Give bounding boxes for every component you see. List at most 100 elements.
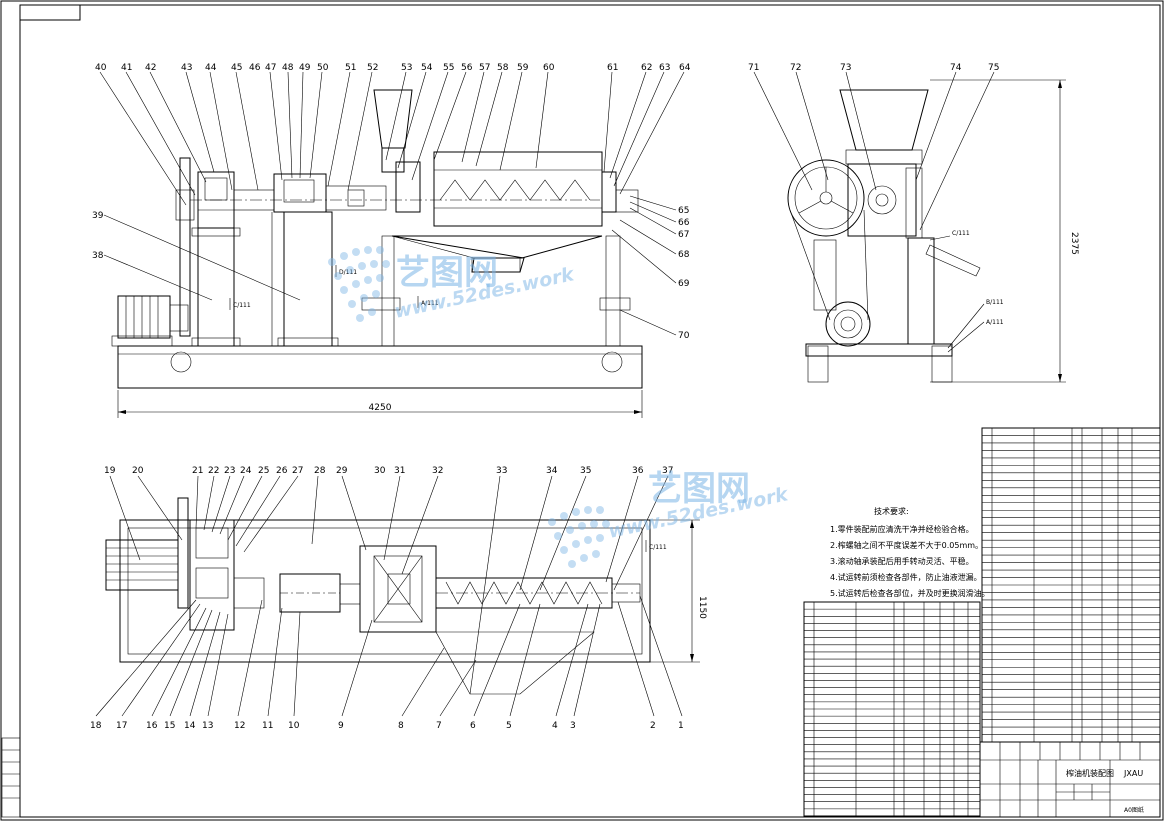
watermark-logo-icon: [328, 246, 390, 322]
watermark-logo-icon: [548, 506, 610, 568]
balloon: 10: [288, 721, 300, 731]
balloon: 50: [317, 63, 329, 73]
balloon: 47: [265, 63, 276, 73]
balloon: 6: [470, 721, 476, 731]
balloon: 69: [678, 279, 690, 289]
balloon: 35: [580, 466, 591, 476]
balloon: 2: [650, 721, 656, 731]
dim-overall-length: 4250: [369, 403, 392, 413]
balloon: 75: [988, 63, 999, 73]
balloon: 41: [121, 63, 132, 73]
dim-height: 2375: [1069, 232, 1079, 255]
balloon: 46: [249, 63, 261, 73]
plan-view-balloons: 19 20 21 22 23 24 25 26 27 28 29 30 31 3…: [90, 466, 684, 731]
balloon: 52: [367, 63, 378, 73]
balloon: 1: [678, 721, 684, 731]
balloon: 60: [543, 63, 555, 73]
balloon: 14: [184, 721, 196, 731]
tech-req-item: 4.试运转前须检查各部件，防止油液泄漏。: [830, 572, 982, 582]
tech-req-item: 3.滚动轴承装配后用手转动灵活、平稳。: [830, 556, 974, 566]
watermark-text: 艺图网: [648, 469, 750, 509]
balloon: 4: [552, 721, 558, 731]
inner-frame: [19, 4, 1161, 818]
balloon: 74: [950, 63, 962, 73]
balloon: 36: [632, 466, 644, 476]
watermark-text: 艺图网: [396, 253, 498, 293]
balloon: 37: [662, 466, 673, 476]
balloon: 23: [224, 466, 235, 476]
balloon: 32: [432, 466, 443, 476]
balloon: 67: [678, 230, 689, 240]
balloon: 20: [132, 466, 144, 476]
balloon: 72: [790, 63, 801, 73]
balloon: 54: [421, 63, 433, 73]
section-marks-side: C/111 D/111 A/111: [229, 265, 439, 310]
balloon: 27: [292, 466, 303, 476]
balloon: 17: [116, 721, 127, 731]
title-block: [979, 741, 1161, 818]
section-mark: C/111: [952, 230, 970, 237]
balloon: 34: [546, 466, 558, 476]
side-view-balloons: 40 41 42 43 44 45 46 47 48 49 50 51 52 5…: [92, 63, 691, 341]
section-mark: A/111: [986, 319, 1004, 326]
balloon: 3: [570, 721, 576, 731]
tech-req-item: 5.试运转后检查各部位，并及时更换润滑油。: [830, 588, 990, 598]
balloon: 21: [192, 466, 203, 476]
parts-list-right: [981, 427, 1161, 743]
title-sheet: A0图纸: [1124, 806, 1144, 814]
balloon: 29: [336, 466, 348, 476]
balloon: 38: [92, 251, 104, 261]
tech-req-item: 1.零件装配前应清洗干净并经检验合格。: [830, 524, 974, 534]
watermark-center: 艺图网 www.52des.work: [328, 246, 577, 323]
tech-requirements: 技术要求: 1.零件装配前应清洗干净并经检验合格。 2.榨螺轴之间不平度误差不大…: [830, 506, 990, 598]
balloon: 55: [443, 63, 454, 73]
balloon: 68: [678, 250, 690, 260]
left-margin-cells: [1, 737, 21, 818]
balloon: 57: [479, 63, 490, 73]
section-mark: A/111: [421, 300, 439, 307]
tech-req-item: 2.榨螺轴之间不平度误差不大于0.05mm。: [830, 540, 983, 550]
balloon: 9: [338, 721, 344, 731]
title-name: 榨油机装配图: [1066, 768, 1114, 778]
end-view: [753, 71, 1066, 383]
balloon: 51: [345, 63, 356, 73]
balloon: 33: [496, 466, 507, 476]
balloon: 18: [90, 721, 102, 731]
balloon: 43: [181, 63, 192, 73]
section-mark: D/111: [339, 269, 357, 276]
balloon: 24: [240, 466, 252, 476]
balloon: 5: [506, 721, 512, 731]
side-view-leaders: [99, 71, 685, 336]
balloon: 45: [231, 63, 242, 73]
balloon: 63: [659, 63, 670, 73]
balloon: 8: [398, 721, 404, 731]
balloon: 31: [394, 466, 405, 476]
balloon: 12: [234, 721, 245, 731]
tech-req-title: 技术要求:: [874, 506, 909, 516]
balloon: 30: [374, 466, 386, 476]
balloon: 15: [164, 721, 175, 731]
side-view: [111, 89, 643, 418]
balloon: 71: [748, 63, 759, 73]
balloon: 11: [262, 721, 273, 731]
balloon: 66: [678, 218, 690, 228]
balloon: 13: [202, 721, 213, 731]
balloon: 22: [208, 466, 219, 476]
balloon: 53: [401, 63, 412, 73]
corner-tag: [19, 4, 81, 21]
section-mark: C/111: [649, 544, 667, 551]
balloon: 39: [92, 211, 104, 221]
balloon: 61: [607, 63, 618, 73]
balloon: 64: [679, 63, 691, 73]
balloon: 62: [641, 63, 652, 73]
balloon: 59: [517, 63, 529, 73]
section-mark: C/111: [233, 302, 251, 309]
plan-view: [95, 475, 700, 717]
balloon: 7: [436, 721, 442, 731]
balloon: 25: [258, 466, 269, 476]
title-code: JXAU: [1123, 769, 1143, 778]
balloon: 49: [299, 63, 311, 73]
